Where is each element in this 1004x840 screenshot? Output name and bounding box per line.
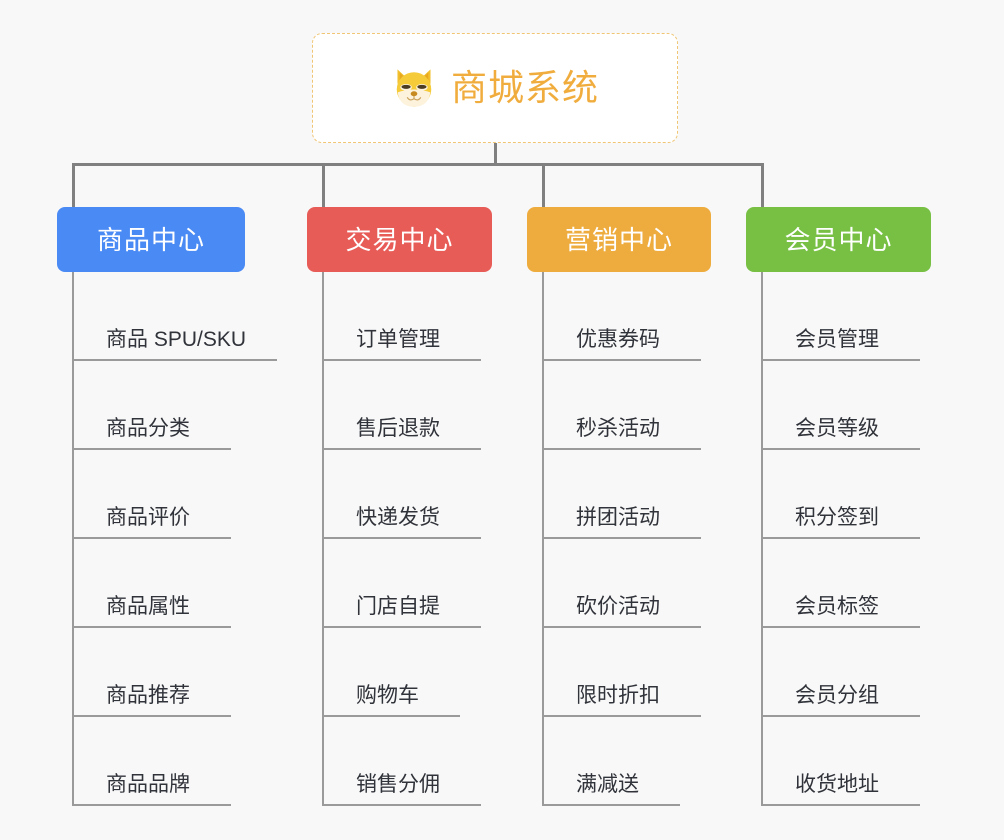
leaf-item-label: 砍价活动 bbox=[576, 595, 660, 618]
leaf-item-label: 限时折扣 bbox=[576, 684, 660, 707]
leaf-item[interactable]: 门店自提 bbox=[322, 539, 481, 628]
connector-drop-3 bbox=[542, 163, 545, 207]
leaf-item[interactable]: 会员管理 bbox=[761, 272, 920, 361]
leaf-item-label: 会员等级 bbox=[795, 417, 879, 440]
leaf-item-label: 秒杀活动 bbox=[576, 417, 660, 440]
connector-drop-1 bbox=[72, 163, 75, 207]
leaf-item[interactable]: 拼团活动 bbox=[542, 450, 701, 539]
leaf-item-label: 快递发货 bbox=[356, 506, 440, 529]
connector-horizontal-bus bbox=[72, 163, 764, 166]
leaf-item-label: 商品品牌 bbox=[106, 773, 190, 796]
leaf-item-label: 商品属性 bbox=[106, 595, 190, 618]
connector-drop-2 bbox=[322, 163, 325, 207]
leaf-item[interactable]: 会员分组 bbox=[761, 628, 920, 717]
leaf-item-label: 会员管理 bbox=[795, 328, 879, 351]
leaf-item-label: 订单管理 bbox=[356, 328, 440, 351]
leaf-item[interactable]: 快递发货 bbox=[322, 450, 481, 539]
category-node-4[interactable]: 会员中心 bbox=[746, 207, 931, 272]
leaf-item-label: 优惠券码 bbox=[576, 328, 660, 351]
leaf-item-label: 售后退款 bbox=[356, 417, 440, 440]
category-node-label: 会员中心 bbox=[784, 224, 893, 255]
leaf-item[interactable]: 商品分类 bbox=[72, 361, 231, 450]
leaf-item[interactable]: 购物车 bbox=[322, 628, 460, 717]
leaf-item-label: 会员标签 bbox=[795, 595, 879, 618]
leaf-item[interactable]: 秒杀活动 bbox=[542, 361, 701, 450]
leaf-item[interactable]: 会员标签 bbox=[761, 539, 920, 628]
leaf-item-label: 商品评价 bbox=[106, 506, 190, 529]
leaf-column-3: 优惠券码秒杀活动拼团活动砍价活动限时折扣满减送 bbox=[542, 272, 802, 806]
leaf-item-label: 购物车 bbox=[356, 684, 419, 707]
leaf-item-label: 商品推荐 bbox=[106, 684, 190, 707]
leaf-item-label: 商品 SPU/SKU bbox=[106, 328, 247, 351]
category-node-label: 商品中心 bbox=[96, 224, 205, 255]
leaf-item-label: 会员分组 bbox=[795, 684, 879, 707]
leaf-item[interactable]: 商品品牌 bbox=[72, 717, 231, 806]
category-node-3[interactable]: 营销中心 bbox=[527, 207, 711, 272]
leaf-item[interactable]: 商品 SPU/SKU bbox=[72, 272, 277, 361]
leaf-item[interactable]: 商品推荐 bbox=[72, 628, 231, 717]
category-node-2[interactable]: 交易中心 bbox=[307, 207, 492, 272]
leaf-item-label: 满减送 bbox=[576, 773, 639, 796]
category-node-label: 交易中心 bbox=[345, 224, 454, 255]
leaf-item-label: 销售分佣 bbox=[356, 773, 440, 796]
leaf-column-1: 商品 SPU/SKU 商品分类商品评价商品属性商品推荐商品品牌 bbox=[72, 272, 332, 806]
connector-root-stem bbox=[494, 143, 497, 166]
category-node-label: 营销中心 bbox=[564, 224, 673, 255]
leaf-spine bbox=[322, 272, 324, 806]
leaf-item[interactable]: 满减送 bbox=[542, 717, 680, 806]
leaf-spine bbox=[72, 272, 74, 806]
leaf-item[interactable]: 售后退款 bbox=[322, 361, 481, 450]
leaf-item[interactable]: 收货地址 bbox=[761, 717, 920, 806]
connector-drop-4 bbox=[761, 163, 764, 207]
leaf-item-label: 收货地址 bbox=[795, 773, 879, 796]
category-node-1[interactable]: 商品中心 bbox=[57, 207, 245, 272]
shiba-inu-icon bbox=[391, 65, 437, 111]
leaf-item[interactable]: 会员等级 bbox=[761, 361, 920, 450]
leaf-item-label: 积分签到 bbox=[795, 506, 879, 529]
leaf-spine bbox=[542, 272, 544, 806]
leaf-item[interactable]: 订单管理 bbox=[322, 272, 481, 361]
leaf-item[interactable]: 限时折扣 bbox=[542, 628, 701, 717]
root-node[interactable]: 商城系统 bbox=[312, 33, 678, 143]
leaf-item[interactable]: 销售分佣 bbox=[322, 717, 481, 806]
leaf-item[interactable]: 优惠券码 bbox=[542, 272, 701, 361]
leaf-item[interactable]: 商品评价 bbox=[72, 450, 231, 539]
leaf-item[interactable]: 积分签到 bbox=[761, 450, 920, 539]
leaf-item-label: 拼团活动 bbox=[576, 506, 660, 529]
leaf-column-2: 订单管理售后退款快递发货门店自提购物车销售分佣 bbox=[322, 272, 582, 806]
leaf-item-label: 门店自提 bbox=[356, 595, 440, 618]
leaf-item[interactable]: 商品属性 bbox=[72, 539, 231, 628]
leaf-column-4: 会员管理会员等级积分签到会员标签会员分组收货地址 bbox=[761, 272, 1004, 806]
leaf-spine bbox=[761, 272, 763, 806]
root-node-label: 商城系统 bbox=[450, 67, 599, 108]
leaf-item[interactable]: 砍价活动 bbox=[542, 539, 701, 628]
leaf-item-label: 商品分类 bbox=[106, 417, 190, 440]
